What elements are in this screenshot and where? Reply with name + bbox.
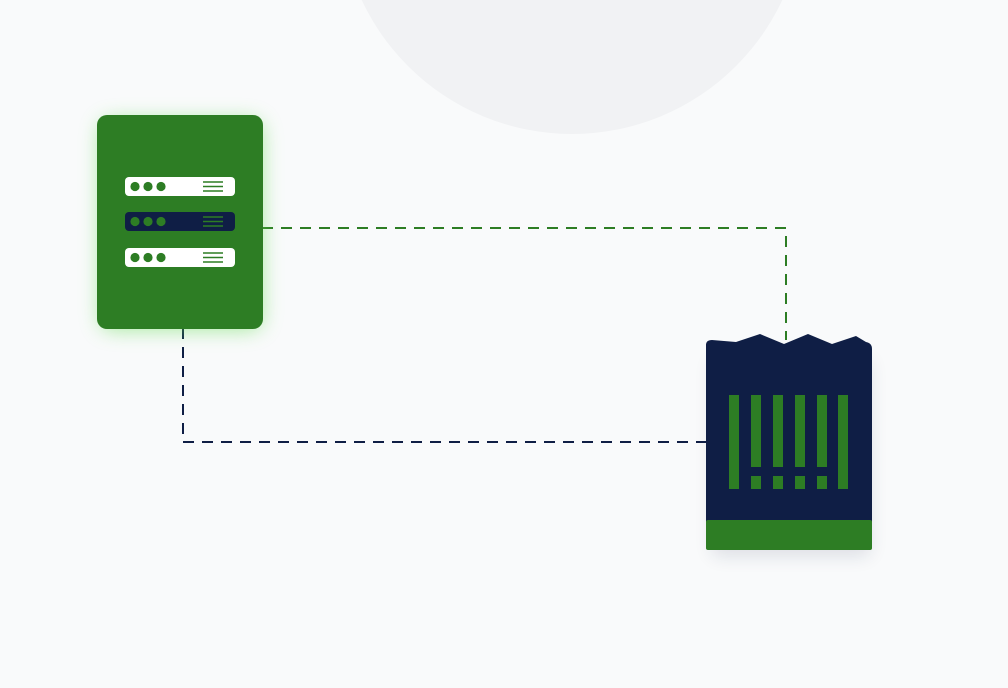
server-rack-icon bbox=[125, 177, 235, 267]
barcode-bar-stub bbox=[795, 476, 805, 489]
server-row bbox=[125, 177, 235, 196]
barcode-receipt-icon bbox=[729, 395, 848, 489]
server-status-dot bbox=[130, 181, 140, 192]
server-status-dot bbox=[143, 216, 153, 227]
connector-green-line bbox=[262, 227, 787, 340]
server-status-dot bbox=[156, 216, 166, 227]
server-status-dot bbox=[143, 252, 153, 263]
barcode-bar bbox=[795, 395, 805, 467]
barcode-bar bbox=[751, 395, 761, 467]
server-status-dot bbox=[143, 181, 153, 192]
server-status-dot bbox=[156, 252, 166, 263]
server-status-dot bbox=[130, 216, 140, 227]
receipt-footer bbox=[706, 520, 872, 550]
server-status-dot bbox=[130, 252, 140, 263]
server-row bbox=[125, 212, 235, 231]
barcode-bar-stub bbox=[817, 476, 827, 489]
barcode-bar bbox=[773, 395, 783, 467]
barcode-bar bbox=[838, 395, 848, 489]
server-node bbox=[97, 115, 263, 330]
server-row bbox=[125, 248, 235, 267]
receipt-node bbox=[706, 334, 872, 556]
barcode-bar bbox=[729, 395, 739, 489]
server-status-dot bbox=[156, 181, 166, 192]
connector-navy-line bbox=[182, 328, 708, 443]
barcode-bar bbox=[817, 395, 827, 467]
barcode-bar-stub bbox=[773, 476, 783, 489]
barcode-bar-stub bbox=[751, 476, 761, 489]
receipt-body bbox=[706, 334, 872, 522]
